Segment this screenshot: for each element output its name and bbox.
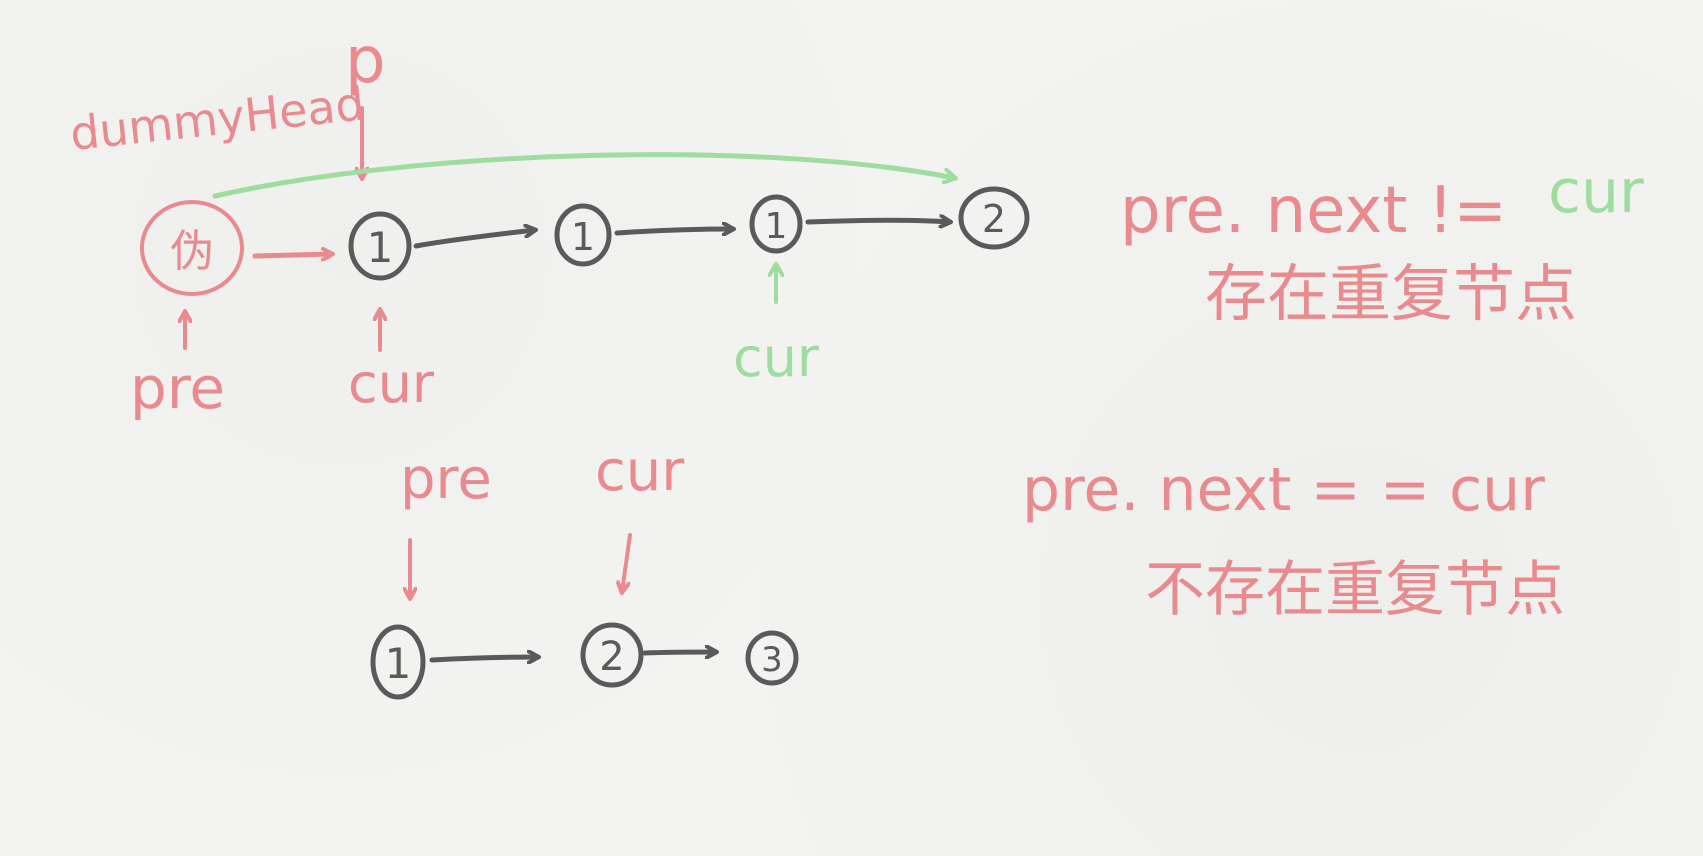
pre-label-bottom: pre [400,447,492,512]
cur-label-bottom: cur [595,439,685,504]
top-node-2-circle [554,203,612,267]
bottom-arrow-2 [642,652,716,653]
top-node-1-circle [348,211,412,281]
pre-label-top: pre [130,354,225,422]
top-node-3-circle [749,194,803,254]
dummy-head-label: dummyHead [68,76,368,161]
bottom-arrow-1 [429,657,538,660]
top-arrow-2 [614,229,733,233]
p-label: p [345,24,386,98]
top-node-3-text: 1 [765,206,788,247]
cur-label-green: cur [733,326,820,389]
condition-1-meaning: 存在重复节点 [1205,257,1577,330]
top-node-2-text: 1 [571,215,595,259]
bottom-node-2-text: 2 [599,634,624,680]
dummy-to-node1-arrow [252,254,332,256]
condition-1-expression: pre. next != [1120,174,1507,248]
dummy-node-circle [140,200,244,296]
top-arrow-1 [413,230,535,249]
bottom-node-2-circle [580,622,644,688]
top-node-1-text: 1 [367,223,394,272]
cur-arrow-bottom [622,533,632,592]
condition-1-cur: cur [1548,157,1644,227]
top-arrow-3 [805,220,950,222]
condition-2-expression: pre. next = = cur [1022,455,1545,525]
bottom-node-1-text: 1 [385,639,412,688]
skip-duplicates-arrow [212,152,955,199]
top-node-4-circle [958,186,1030,250]
top-node-4-text: 2 [982,197,1006,241]
bottom-node-1-circle [370,624,426,700]
bottom-node-3-text: 3 [761,640,783,680]
bottom-node-3-circle [745,630,799,686]
dummy-node-text: 伪 [170,226,214,277]
condition-2-meaning: 不存在重复节点 [1145,555,1565,625]
cur-label-top: cur [348,352,435,415]
